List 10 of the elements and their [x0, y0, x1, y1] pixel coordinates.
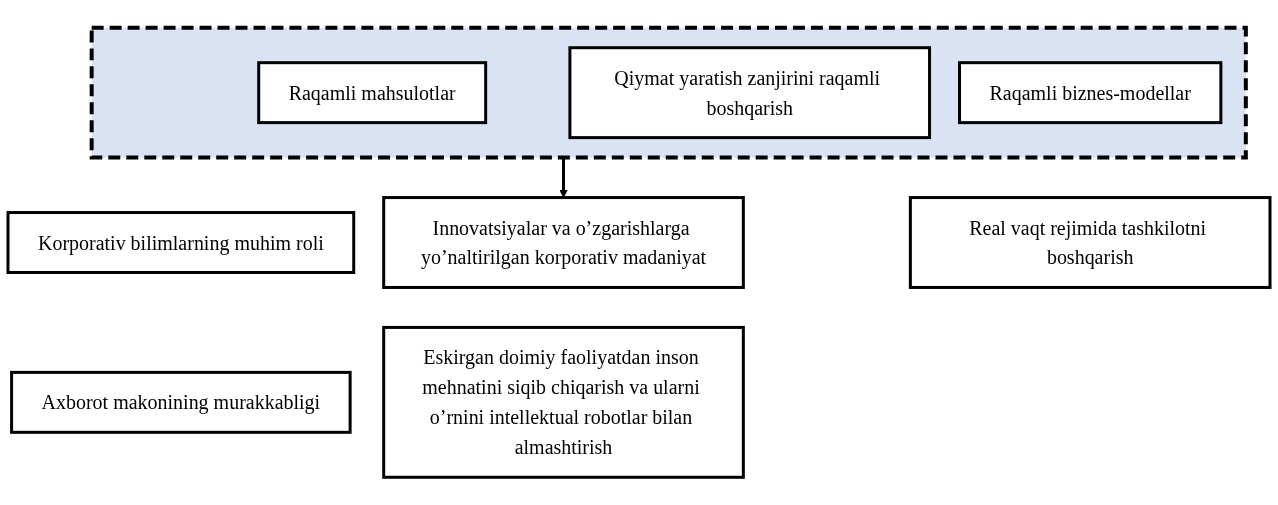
node-box: Qiymat yaratish zanjirini raqamli boshqarish [568, 46, 932, 140]
node-box: Innovatsiyalar va o’zgarishlarga yo’naltirilgan korporativ madaniyat [382, 196, 745, 289]
node-box: Real vaqt rejimida tashkilotni boshqarish [908, 196, 1272, 289]
node-box: Raqamli mahsulotlar [257, 61, 488, 125]
node-box: Raqamli biznes-modellar [958, 61, 1223, 125]
arrow [559, 157, 568, 198]
node-box: Eskirgan doimiy faoliyatdan inson mehnatini siqib chiqarish va ularni o’rnini intellektual robotlar bilan almashtirish [382, 325, 745, 479]
cluster [89, 25, 1248, 160]
node-box: Korporativ bilimlarning muhim roli [6, 211, 356, 274]
node-box: Axborot makonining murakkabligi [10, 370, 352, 434]
